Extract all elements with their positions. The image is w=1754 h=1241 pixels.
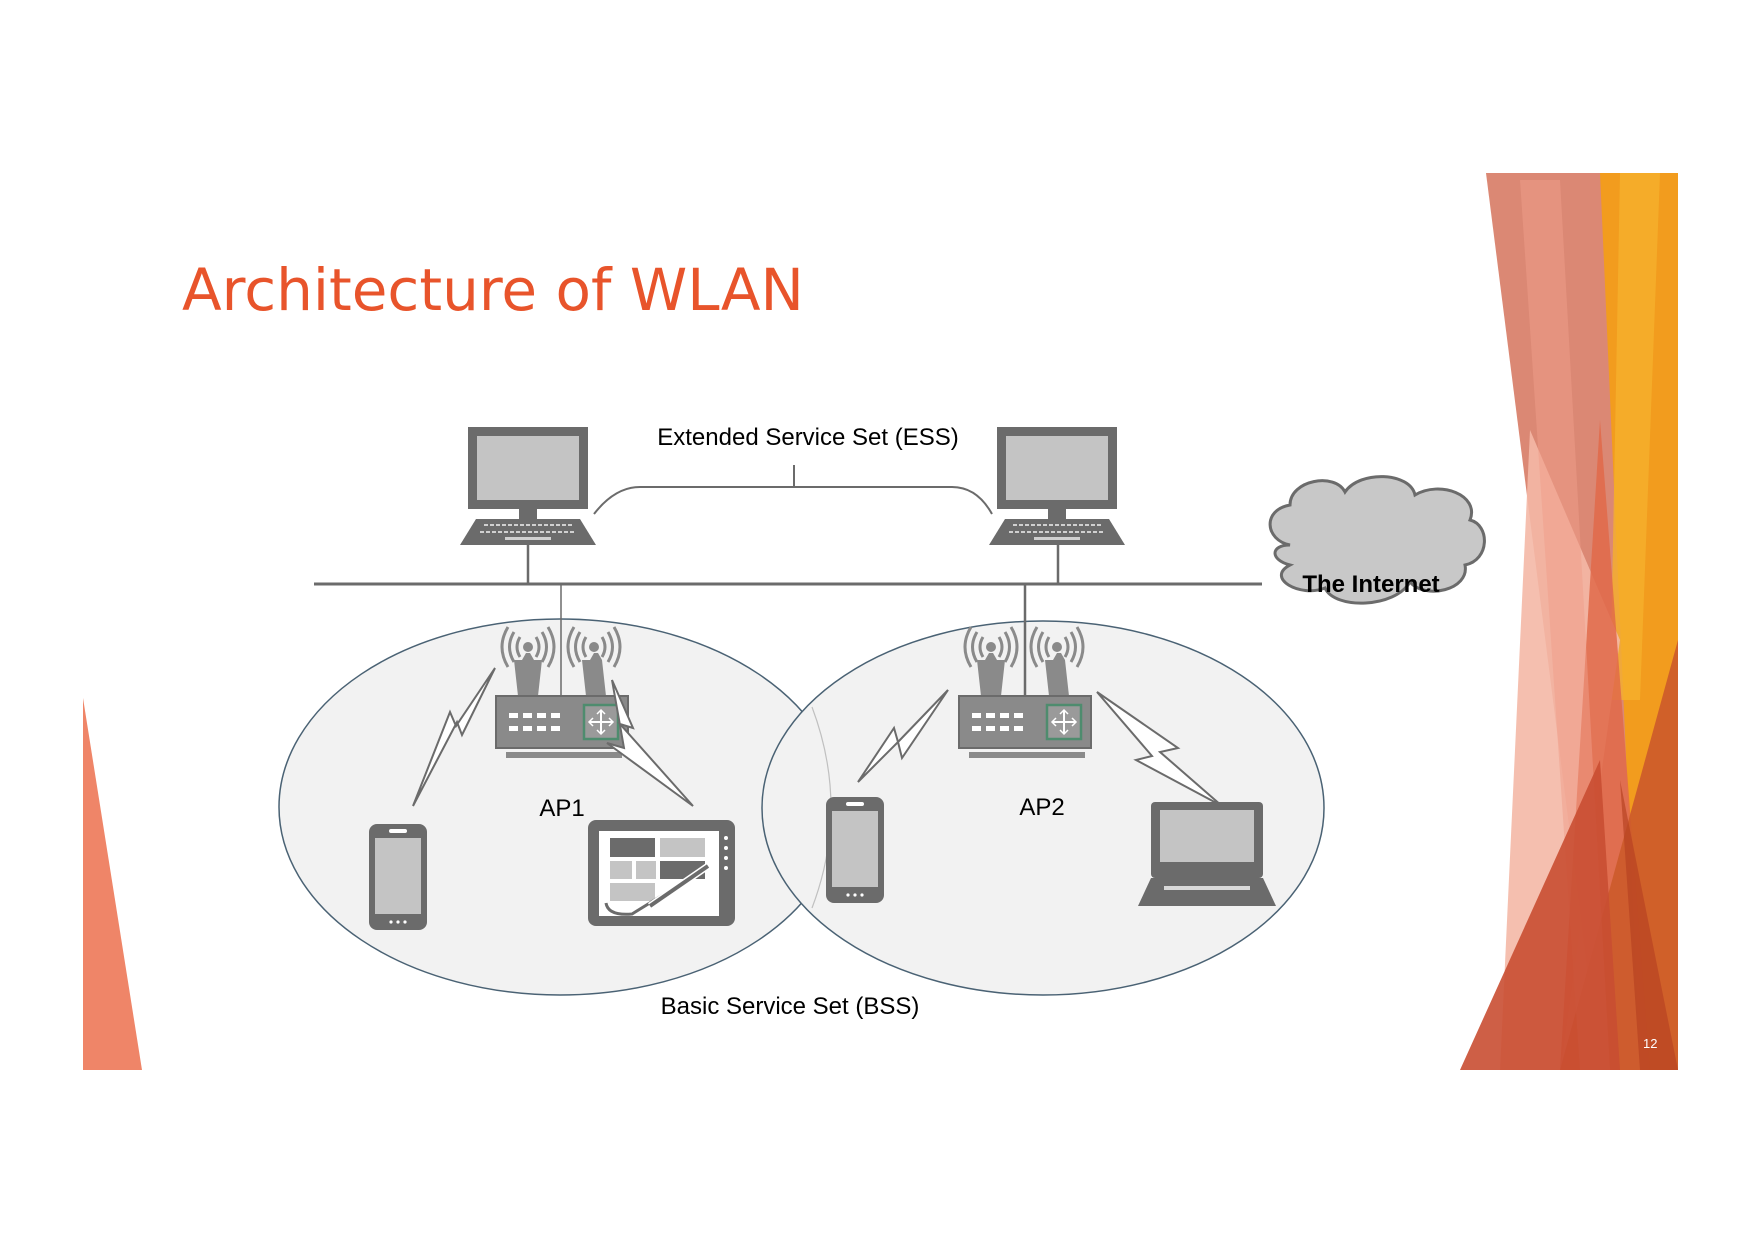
bss-label: Basic Service Set (BSS) <box>661 993 920 1020</box>
right-accent-band <box>1460 173 1678 1070</box>
desktop-icon <box>460 427 596 545</box>
desktop-icon <box>989 427 1125 545</box>
wireless-signal-icon <box>606 679 694 807</box>
ess-label: Extended Service Set (ESS) <box>657 424 958 451</box>
ap2-label: AP2 <box>1019 794 1064 821</box>
wireless-signal-icon <box>857 689 949 783</box>
wireless-signal-icon <box>412 667 496 807</box>
internet-label: The Internet <box>1302 571 1439 598</box>
left-accent-triangle <box>83 698 142 1070</box>
access-point-1-router-icon <box>495 626 629 758</box>
phone-icon <box>826 797 884 903</box>
page-number: 12 <box>1643 1036 1658 1051</box>
slide-title: Architecture of WLAN <box>182 256 804 324</box>
laptop-icon <box>1138 802 1276 906</box>
ap1-label: AP1 <box>539 795 584 822</box>
phone-icon <box>369 824 427 930</box>
internet-cloud-icon <box>1268 475 1486 605</box>
ess-bracket <box>593 486 993 515</box>
tablet-icon <box>588 820 735 926</box>
access-point-2-router-icon <box>958 626 1092 758</box>
